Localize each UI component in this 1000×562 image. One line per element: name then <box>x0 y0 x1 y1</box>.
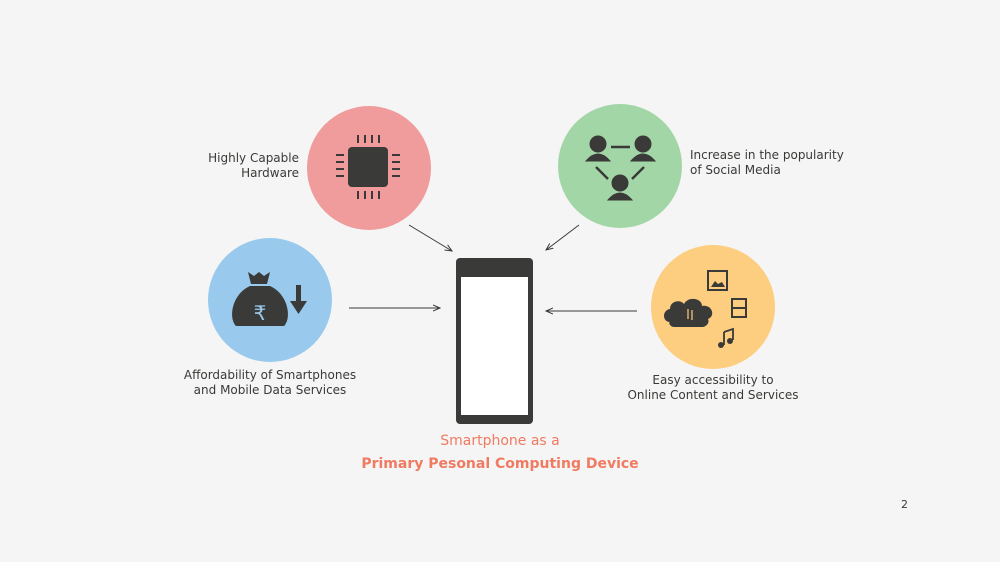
smartphone-icon <box>456 258 533 424</box>
cloud-media-icon <box>664 270 747 348</box>
social-circle <box>558 104 682 228</box>
affordability-label-line1: Affordability of Smartphones <box>183 368 357 382</box>
content-label-line1: Easy accessibility to <box>652 373 774 387</box>
page-number: 2 <box>901 498 908 511</box>
center-caption-line1: Smartphone as a <box>440 433 560 449</box>
affordability-label-line2: and Mobile Data Services <box>193 383 347 397</box>
money-bag-rupee-down-icon: ₹ <box>232 272 307 326</box>
content-circle <box>651 245 775 369</box>
social-label-line2: of Social Media <box>690 163 781 177</box>
hardware-label-line2: Hardware <box>241 166 299 180</box>
social-network-icon <box>584 135 657 201</box>
hardware-label-line1: Highly Capable <box>208 151 299 165</box>
hardware-label: Highly Capable Hardware <box>190 151 299 181</box>
affordability-label: Affordability of Smartphones and Mobile … <box>184 368 356 398</box>
content-label: Easy accessibility to Online Content and… <box>627 373 798 403</box>
center-caption-title: Primary Pesonal Computing Device <box>361 456 639 472</box>
chip-icon <box>336 135 400 199</box>
social-label: Increase in the popularity of Social Med… <box>690 148 844 178</box>
social-label-line1: Increase in the popularity <box>690 148 844 162</box>
content-label-line2: Online Content and Services <box>627 388 799 402</box>
svg-text:₹: ₹ <box>254 301 267 325</box>
arrow-hardware <box>408 224 452 251</box>
arrow-social <box>546 224 580 250</box>
